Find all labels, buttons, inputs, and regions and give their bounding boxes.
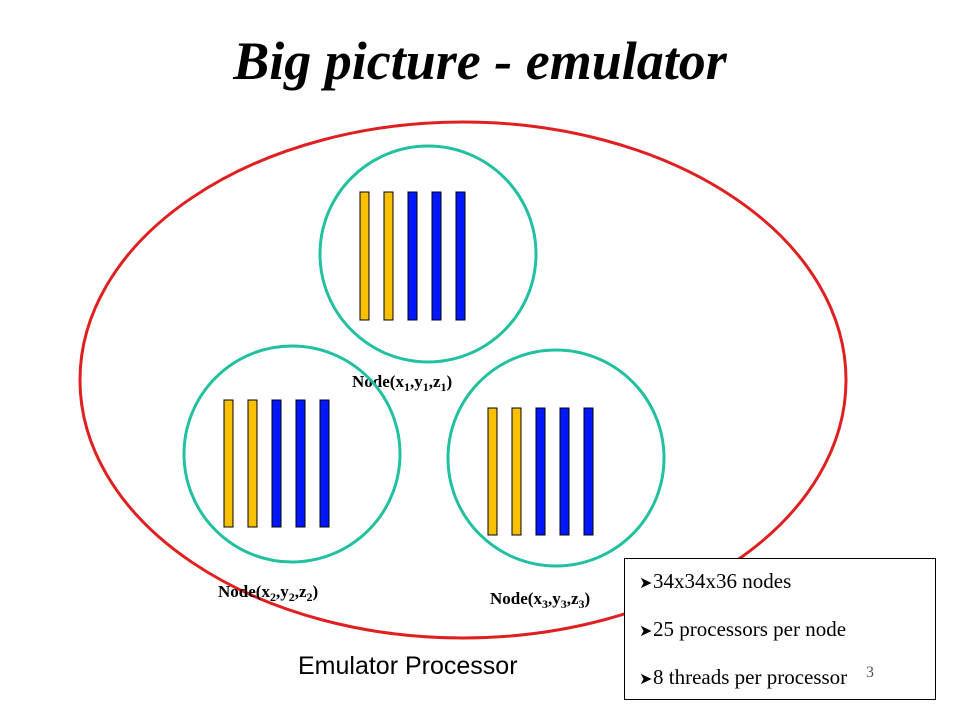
node-3-bars: [487, 407, 594, 536]
processor-bar-yellow-1: [487, 407, 498, 536]
info-item-processors: ➤25 processors per node: [639, 617, 847, 641]
node-1-label: Node(x1,y1,z1): [352, 372, 452, 394]
processor-bar-yellow-1: [223, 399, 234, 528]
info-item-threads: ➤8 threads per processor: [639, 665, 848, 689]
info-item-nodes: ➤34x34x36 nodes: [639, 569, 792, 593]
arrow-bullet-icon: ➤: [639, 671, 653, 688]
node-3-circle: [446, 348, 666, 568]
slide-title: Big picture - emulator: [233, 31, 727, 91]
node-2-label: Node(x2,y2,z2): [218, 582, 318, 604]
node-1-circle: [318, 144, 538, 364]
node-3: Node(x3,y3,z3): [446, 348, 666, 611]
arrow-bullet-icon: ➤: [639, 623, 653, 640]
node-1: Node(x1,y1,z1): [318, 144, 538, 394]
processor-bar-yellow-2: [383, 191, 394, 321]
processor-bar-yellow-2: [247, 399, 258, 528]
processor-bar-blue-5: [583, 407, 594, 536]
processor-bar-blue-5: [319, 399, 330, 528]
node-3-label: Node(x3,y3,z3): [490, 589, 590, 611]
node-2: Node(x2,y2,z2): [182, 344, 402, 604]
processor-bar-blue-4: [559, 407, 570, 536]
arrow-bullet-icon: ➤: [639, 575, 653, 592]
processor-bar-yellow-2: [511, 407, 522, 536]
node-1-bars: [359, 191, 466, 321]
processor-bar-blue-4: [295, 399, 306, 528]
processor-bar-blue-4: [431, 191, 442, 321]
emulator-processor-label: Emulator Processor: [298, 652, 518, 680]
processor-bar-blue-3: [535, 407, 546, 536]
processor-bar-yellow-1: [359, 191, 370, 321]
node-2-bars: [223, 399, 330, 528]
info-box: ➤34x34x36 nodes ➤25 processors per node …: [624, 558, 936, 700]
processor-bar-blue-3: [407, 191, 418, 321]
node-2-circle: [182, 344, 402, 564]
emulator-processor-ellipse: [78, 120, 848, 640]
processor-bar-blue-3: [271, 399, 282, 528]
processor-bar-blue-5: [455, 191, 466, 321]
slide-number: 3: [866, 664, 874, 681]
